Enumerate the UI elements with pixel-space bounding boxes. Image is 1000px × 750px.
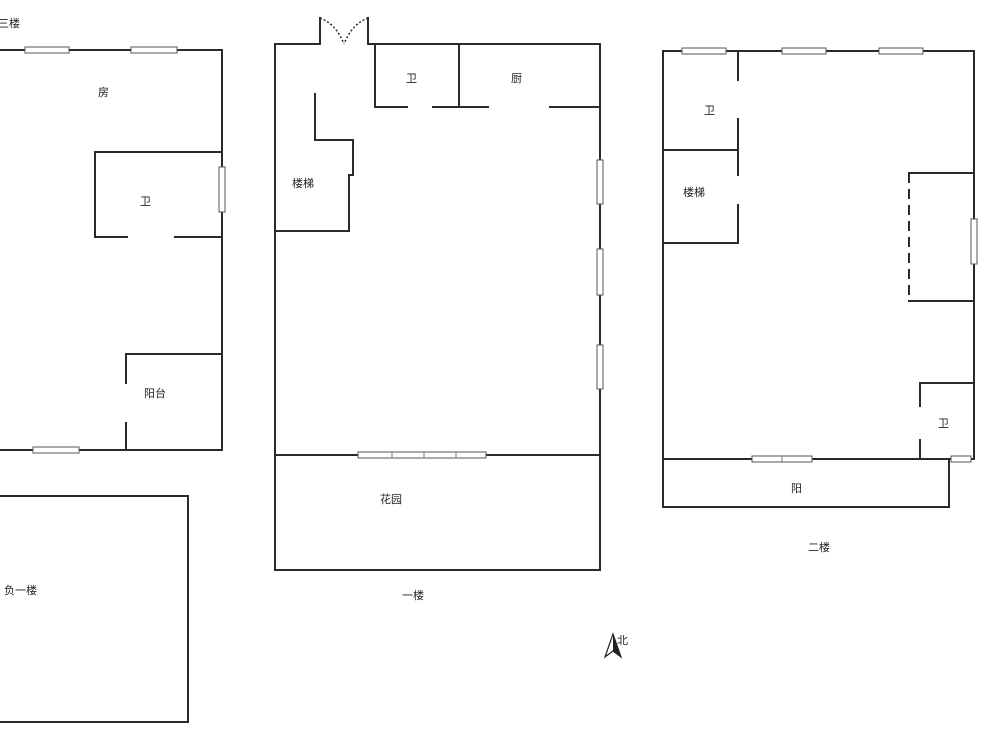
first-floor-sliding-door xyxy=(357,451,487,459)
second-floor-bathroom-right-label: 卫 xyxy=(938,417,949,430)
second-floor-window xyxy=(878,47,924,55)
second-floor-balcony-outline xyxy=(662,458,950,508)
third-floor-balcony-wall xyxy=(125,353,223,384)
second-floor-balcony-label: 阳 xyxy=(791,482,802,495)
first-floor-stairs-label: 楼梯 xyxy=(292,177,314,190)
basement-title: 负一楼 xyxy=(4,584,37,597)
second-floor-bay-outline xyxy=(908,172,975,302)
first-floor-window xyxy=(596,344,604,390)
first-floor-stairs-wall xyxy=(274,93,354,232)
first-floor-window xyxy=(596,159,604,205)
third-floor-title: 三楼 xyxy=(0,17,20,30)
second-floor-window xyxy=(950,455,972,463)
third-floor-window xyxy=(32,446,80,454)
first-floor-entrance-door-swing xyxy=(319,17,369,45)
north-arrow xyxy=(603,632,623,659)
third-floor-window xyxy=(218,166,226,213)
first-floor-garden-outline xyxy=(274,454,601,571)
first-floor-bathroom-label: 卫 xyxy=(406,72,417,85)
third-floor-plan xyxy=(0,46,226,454)
first-floor-bathroom-wall xyxy=(374,43,408,108)
second-floor-bathroom-top-label: 卫 xyxy=(704,104,715,117)
second-floor-stairs-label: 楼梯 xyxy=(683,186,705,199)
second-floor-window xyxy=(681,47,727,55)
third-floor-balcony-label: 阳台 xyxy=(144,387,166,400)
first-floor-outer-wall xyxy=(274,43,601,456)
third-floor-bedroom-label: 房 xyxy=(98,86,109,99)
first-floor-garden-label: 花园 xyxy=(380,493,402,506)
third-floor-window xyxy=(24,46,70,54)
second-floor-title: 二楼 xyxy=(808,541,830,554)
second-floor-window xyxy=(781,47,827,55)
third-floor-bathroom-label: 卫 xyxy=(140,195,151,208)
third-floor-bathroom-wall xyxy=(94,151,223,238)
third-floor-window xyxy=(130,46,178,54)
first-floor-plan xyxy=(274,17,604,571)
north-label: 北 xyxy=(617,634,628,647)
second-floor-bathroom-right-wall xyxy=(919,382,975,407)
second-floor-window xyxy=(970,218,978,265)
basement-plan xyxy=(0,495,189,723)
basement-outer-wall xyxy=(0,495,189,723)
third-floor-outer-wall xyxy=(0,49,223,451)
second-floor-plan xyxy=(662,47,978,508)
first-floor-title: 一楼 xyxy=(402,589,424,602)
first-floor-window xyxy=(596,248,604,296)
first-floor-kitchen-label: 厨 xyxy=(511,72,522,85)
